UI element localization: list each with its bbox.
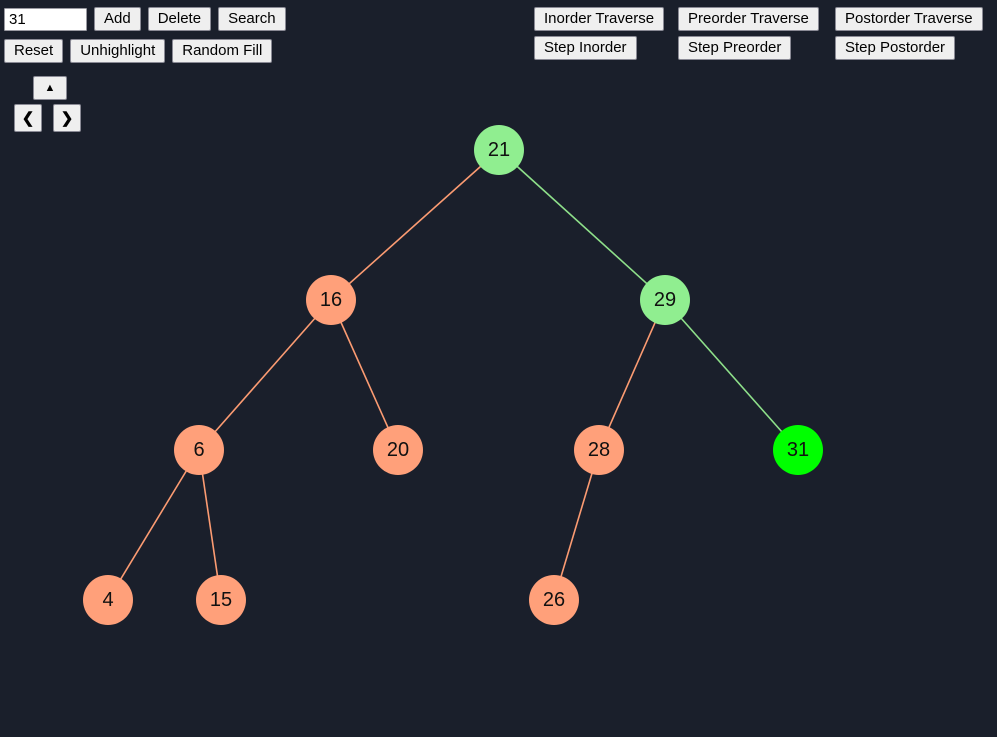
tree-edge-28-26 xyxy=(553,449,600,601)
tree-node-circle xyxy=(306,275,356,325)
tree-node-circle xyxy=(529,575,579,625)
value-input[interactable] xyxy=(4,7,87,31)
delete-button[interactable]: Delete xyxy=(147,7,212,31)
traversal-panel: Inorder Traverse Preorder Traverse Posto… xyxy=(534,7,983,60)
pan-up-button[interactable]: ▲ xyxy=(33,76,67,100)
tree-node-label: 29 xyxy=(654,289,676,311)
tree-node-label: 26 xyxy=(543,589,565,611)
tree-node-label: 4 xyxy=(102,589,113,611)
tree-node-21: 21 xyxy=(474,125,524,175)
tree-node-16: 16 xyxy=(306,275,356,325)
tree-edge-16-20 xyxy=(330,299,399,451)
node-edit-row: Add Delete Search xyxy=(4,7,286,31)
tree-node-circle xyxy=(196,575,246,625)
tree-node-20: 20 xyxy=(373,425,423,475)
step-preorder-button[interactable]: Step Preorder xyxy=(678,36,792,60)
tree-node-4: 4 xyxy=(83,575,133,625)
step-postorder-button[interactable]: Step Postorder xyxy=(835,36,956,60)
tree-node-circle xyxy=(174,425,224,475)
tree-edge-6-15 xyxy=(198,449,222,601)
tree-node-label: 21 xyxy=(488,139,510,161)
unhighlight-button[interactable]: Unhighlight xyxy=(70,39,166,63)
reset-button[interactable]: Reset xyxy=(4,39,64,63)
control-panel: Add Delete Search Reset Unhighlight Rand… xyxy=(4,7,286,63)
tree-node-15: 15 xyxy=(196,575,246,625)
chevron-right-icon: ❯ xyxy=(60,110,74,127)
tree-node-circle xyxy=(574,425,624,475)
tree-node-circle xyxy=(773,425,823,475)
tree-node-label: 20 xyxy=(387,439,409,461)
tree-node-label: 16 xyxy=(320,289,342,311)
step-inorder-button[interactable]: Step Inorder xyxy=(534,36,637,60)
tree-node-6: 6 xyxy=(174,425,224,475)
tree-edge-16-6 xyxy=(198,299,332,451)
preorder-traverse-button[interactable]: Preorder Traverse xyxy=(678,7,819,31)
tree-node-label: 31 xyxy=(787,439,809,461)
tree-node-label: 6 xyxy=(193,439,204,461)
tree-node-label: 28 xyxy=(588,439,610,461)
chevron-left-icon: ❮ xyxy=(21,110,35,127)
tree-node-circle xyxy=(373,425,423,475)
search-button[interactable]: Search xyxy=(218,7,286,31)
tree-node-circle xyxy=(640,275,690,325)
tree-edge-21-16 xyxy=(330,149,500,301)
tree-node-31: 31 xyxy=(773,425,823,475)
tree-edge-6-4 xyxy=(107,449,200,601)
tree-edge-29-31 xyxy=(664,299,799,451)
add-button[interactable]: Add xyxy=(94,7,141,31)
tree-edge-21-29 xyxy=(498,149,666,301)
tree-node-29: 29 xyxy=(640,275,690,325)
tree-node-label: 15 xyxy=(210,589,232,611)
up-arrow-icon: ▲ xyxy=(44,82,56,94)
tree-node-circle xyxy=(474,125,524,175)
tree-tools-row: Reset Unhighlight Random Fill xyxy=(4,39,286,63)
postorder-traverse-button[interactable]: Postorder Traverse xyxy=(835,7,983,31)
tree-node-28: 28 xyxy=(574,425,624,475)
tree-node-circle xyxy=(83,575,133,625)
pan-left-button[interactable]: ❮ xyxy=(14,104,42,132)
pan-right-button[interactable]: ❯ xyxy=(53,104,81,132)
inorder-traverse-button[interactable]: Inorder Traverse xyxy=(534,7,665,31)
tree-edge-29-28 xyxy=(598,299,666,451)
random-fill-button[interactable]: Random Fill xyxy=(172,39,273,63)
tree-node-26: 26 xyxy=(529,575,579,625)
